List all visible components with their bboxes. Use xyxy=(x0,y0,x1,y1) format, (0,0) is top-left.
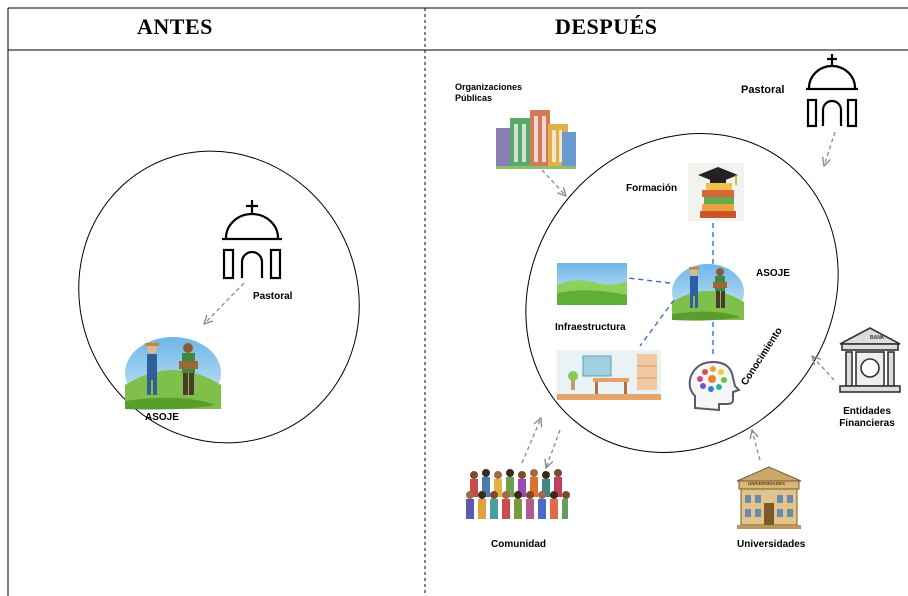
university-building-icon xyxy=(736,466,802,529)
knowledge-head-icon xyxy=(688,360,741,412)
label-formacion: Formación xyxy=(626,183,678,194)
label-pastoral: Pastoral xyxy=(253,291,293,302)
office-room-illustration xyxy=(557,350,661,400)
arrow-pastoral-asoje-before xyxy=(204,282,245,324)
header-before: ANTES xyxy=(137,14,213,39)
arrow-community-up xyxy=(521,418,541,464)
label-entidades-financieras: Entidades Financieras xyxy=(838,406,896,430)
arrow-pastoral-after xyxy=(824,131,836,166)
label-asoje: ASOJE xyxy=(145,412,179,423)
label-organizaciones-publicas: Organizaciones Públicas xyxy=(455,82,522,104)
public-buildings-illustration xyxy=(496,110,576,169)
label-pastoral: Pastoral xyxy=(741,84,785,96)
label-universidades: Universidades xyxy=(737,539,806,550)
label-comunidad: Comunidad xyxy=(491,539,546,550)
label-asoje: ASOJE xyxy=(756,268,790,279)
arrow-university xyxy=(752,430,761,461)
label-org-line2: Públicas xyxy=(455,93,493,103)
label-conocimiento: Conocimiento xyxy=(739,326,785,388)
before-ellipse xyxy=(78,150,360,444)
training-books-illustration xyxy=(688,163,744,221)
label-org-line1: Organizaciones xyxy=(455,82,523,92)
label-entidades-line1: Entidades xyxy=(843,406,891,417)
arrow-community-down xyxy=(546,429,561,468)
table-frame xyxy=(7,7,908,596)
arrow-bank xyxy=(812,356,835,381)
church-icon xyxy=(222,200,282,280)
bank-sign: BANK xyxy=(870,335,885,341)
landscape-illustration xyxy=(557,263,627,305)
farmers-illustration xyxy=(672,264,744,321)
dashed-arrows xyxy=(204,131,836,468)
label-entidades-line2: Financieras xyxy=(839,418,895,429)
link-asoje-office xyxy=(639,299,675,347)
header-after: DESPUÉS xyxy=(555,14,658,39)
farmers-illustration xyxy=(125,337,221,410)
link-asoje-landscape xyxy=(627,277,671,284)
university-sign: UNIVERSIDADES xyxy=(748,481,785,486)
label-infraestructura: Infraestructura xyxy=(555,322,626,333)
bank-icon xyxy=(839,327,901,393)
church-icon xyxy=(806,54,858,128)
after-ellipse xyxy=(525,133,839,453)
community-crowd-illustration xyxy=(466,469,570,519)
dashed-links xyxy=(627,222,714,354)
arrow-public-orgs xyxy=(541,169,566,196)
